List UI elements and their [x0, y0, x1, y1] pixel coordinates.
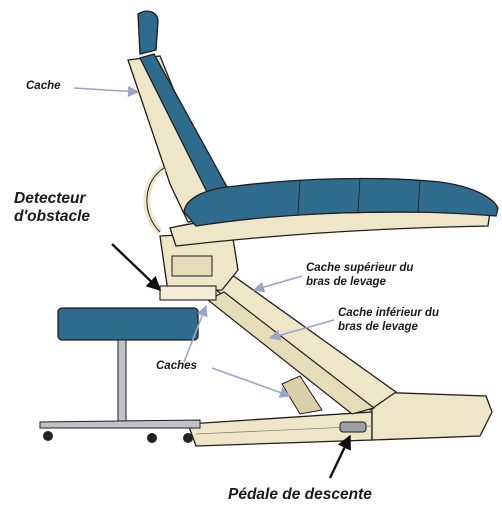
label-descent-pedal: Pédale de descente	[228, 486, 372, 504]
lift-arm	[206, 272, 396, 414]
label-caches: Caches	[156, 360, 197, 374]
label-obstacle-detector: Detecteur d'obstacle	[14, 190, 90, 227]
label-obstacle-detector-line2: d'obstacle	[14, 208, 90, 226]
label-obstacle-detector-line1: Detecteur	[14, 190, 90, 208]
label-upper-arm-cover-line2: bras de levage	[306, 276, 413, 290]
label-lower-arm-cover-line1: Cache inférieur du	[338, 307, 439, 321]
label-cache: Cache	[26, 80, 61, 94]
label-upper-arm-cover: Cache supérieur du bras de levage	[306, 262, 413, 289]
label-upper-arm-cover-line1: Cache supérieur du	[306, 262, 413, 276]
label-lower-arm-cover: Cache inférieur du bras de levage	[338, 307, 439, 334]
label-lower-arm-cover-line2: bras de levage	[338, 321, 439, 335]
stool	[40, 308, 200, 443]
descent-pedal	[340, 422, 366, 432]
